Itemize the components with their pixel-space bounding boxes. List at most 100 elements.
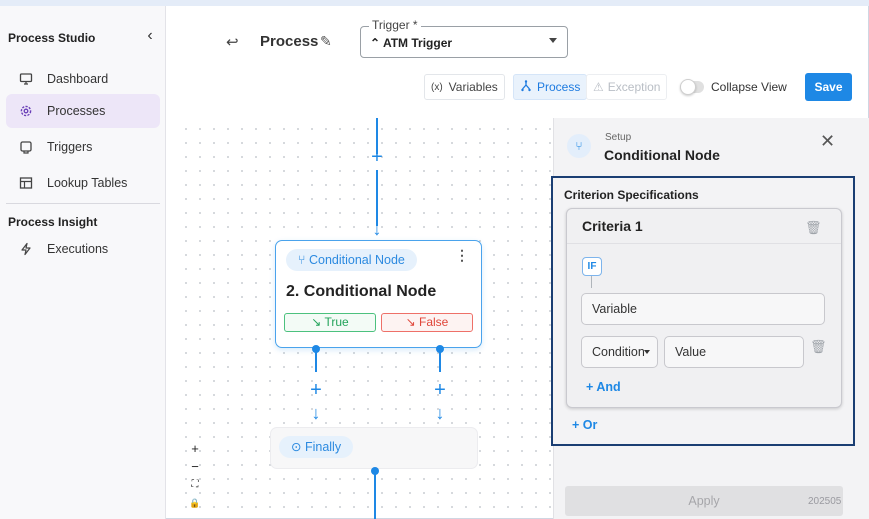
sidebar-item-label: Dashboard <box>47 72 109 86</box>
collapse-view-label: Collapse View <box>711 80 787 94</box>
caret-down-icon <box>549 38 557 43</box>
zoom-in-icon[interactable]: + <box>191 441 199 456</box>
or-label: Or <box>582 418 598 432</box>
sidebar-section-title: Process Insight <box>8 215 98 229</box>
sidebar-divider <box>6 203 160 204</box>
variable-field[interactable]: Variable <box>581 293 825 325</box>
trigger-value: ⌃ ATM Trigger <box>370 36 452 50</box>
finally-output-port[interactable] <box>371 467 379 475</box>
process-flow-icon <box>520 79 532 95</box>
sidebar: Process Studio ‹ Dashboard Processes Tri… <box>0 6 166 519</box>
bolt-icon <box>18 241 34 257</box>
add-and-condition-button[interactable]: + And <box>586 380 621 394</box>
sidebar-item-processes[interactable]: Processes <box>6 94 160 128</box>
finally-node[interactable]: ⊙ Finally <box>270 427 478 469</box>
trigger-type-icon: ⌃ <box>370 36 383 50</box>
trigger-value-text: ATM Trigger <box>382 36 453 50</box>
gear-icon <box>18 103 34 119</box>
trigger-label: Trigger * <box>369 18 421 32</box>
save-button[interactable]: Save <box>805 73 852 101</box>
top-strip <box>0 0 869 6</box>
apply-button[interactable]: Apply <box>565 486 843 516</box>
node-chip-label: Conditional Node <box>308 253 405 267</box>
false-label: False <box>419 315 449 329</box>
toggle-knob <box>680 79 696 95</box>
sidebar-item-label: Processes <box>47 104 106 118</box>
conditional-node-card[interactable]: ⑂ Conditional Node ⋮ 2. Conditional Node… <box>275 240 482 348</box>
sidebar-item-executions[interactable]: Executions <box>6 232 160 266</box>
false-output-port[interactable] <box>436 345 444 353</box>
finally-chip: ⊙ Finally <box>279 436 354 458</box>
version-label: 202505 <box>808 496 842 507</box>
zoom-out-icon[interactable]: − <box>191 459 199 474</box>
panel-subtitle: Setup <box>605 132 632 143</box>
monitor-icon <box>18 71 34 87</box>
node-title: 2. Conditional Node <box>286 283 437 300</box>
undo-icon[interactable]: ↩ <box>226 34 239 51</box>
finally-label: Finally <box>304 440 342 454</box>
criteria-name: Criteria 1 <box>582 218 643 234</box>
collapse-view-toggle[interactable] <box>680 79 704 95</box>
sidebar-item-label: Lookup Tables <box>47 176 128 190</box>
sidebar-item-lookup-tables[interactable]: Lookup Tables <box>6 166 160 200</box>
branch-false-icon: ↘ <box>405 315 420 329</box>
criteria-divider <box>567 243 841 244</box>
caret-down-icon <box>644 350 650 354</box>
more-vertical-icon[interactable]: ⋮ <box>455 247 469 263</box>
lock-icon[interactable]: 🔒 <box>189 498 201 508</box>
edit-pencil-icon[interactable]: ✎ <box>320 33 332 49</box>
variables-icon: (x) <box>431 81 443 93</box>
exception-tab-label: Exception <box>607 80 661 94</box>
connector-line <box>439 352 441 372</box>
check-circle-icon: ⊙ <box>291 440 305 454</box>
arrow-down-icon: ↓ <box>435 403 445 423</box>
trash-icon[interactable]: 🗑 <box>805 220 822 235</box>
true-label: True <box>324 315 349 329</box>
warning-icon: ⚠ <box>593 80 604 94</box>
sidebar-title: Process Studio <box>8 31 96 45</box>
variables-label: Variables <box>448 80 498 94</box>
false-branch-tag[interactable]: ↘ False <box>381 313 473 332</box>
sidebar-item-dashboard[interactable]: Dashboard <box>6 62 160 96</box>
connector-line <box>376 170 378 226</box>
criterion-heading: Criterion Specifications <box>564 188 699 202</box>
add-step-plus-icon[interactable]: + <box>371 146 383 168</box>
trash-icon[interactable]: 🗑 <box>810 339 827 354</box>
plus-icon: + <box>586 380 597 394</box>
add-or-criteria-button[interactable]: + Or <box>572 418 597 432</box>
trigger-icon <box>18 139 34 155</box>
branch-true-icon: ↘ <box>311 315 325 329</box>
conditional-node-chip: ⑂ Conditional Node <box>286 249 417 271</box>
close-icon[interactable]: ✕ <box>820 131 836 151</box>
zoom-controls: + − ⛶ 🔒 <box>186 440 204 516</box>
trigger-select[interactable]: Trigger * ⌃ ATM Trigger <box>360 18 568 58</box>
conditional-setup-icon: ⑂ <box>567 134 591 158</box>
sidebar-item-triggers[interactable]: Triggers <box>6 130 160 164</box>
true-branch-tag[interactable]: ↘ True <box>284 313 376 332</box>
connector-line <box>376 118 378 154</box>
add-step-plus-icon[interactable]: + <box>310 379 322 401</box>
page-title: Process <box>260 33 319 50</box>
table-icon <box>18 175 34 191</box>
arrow-down-icon: ↓ <box>372 219 382 239</box>
sidebar-item-label: Executions <box>47 242 109 256</box>
sidebar-item-label: Triggers <box>47 140 93 154</box>
exception-tab[interactable]: ⚠ Exception <box>586 74 668 100</box>
if-connector <box>591 276 592 288</box>
connector-line <box>315 352 317 372</box>
process-tab-label: Process <box>537 80 581 94</box>
add-step-plus-icon[interactable]: + <box>434 379 446 401</box>
variables-button[interactable]: (x) Variables <box>424 74 505 100</box>
and-label: And <box>596 380 621 394</box>
fit-view-icon[interactable]: ⛶ <box>191 479 199 490</box>
branch-icon: ⑂ <box>298 253 309 267</box>
true-output-port[interactable] <box>312 345 320 353</box>
value-field[interactable]: Value <box>664 336 804 368</box>
if-badge: IF <box>582 257 602 276</box>
chevron-left-icon[interactable]: ‹ <box>147 27 153 44</box>
arrow-down-icon: ↓ <box>311 403 321 423</box>
plus-icon: + <box>572 418 583 432</box>
process-tab[interactable]: Process <box>513 74 588 100</box>
panel-title: Conditional Node <box>604 147 720 163</box>
connector-line <box>374 474 376 519</box>
